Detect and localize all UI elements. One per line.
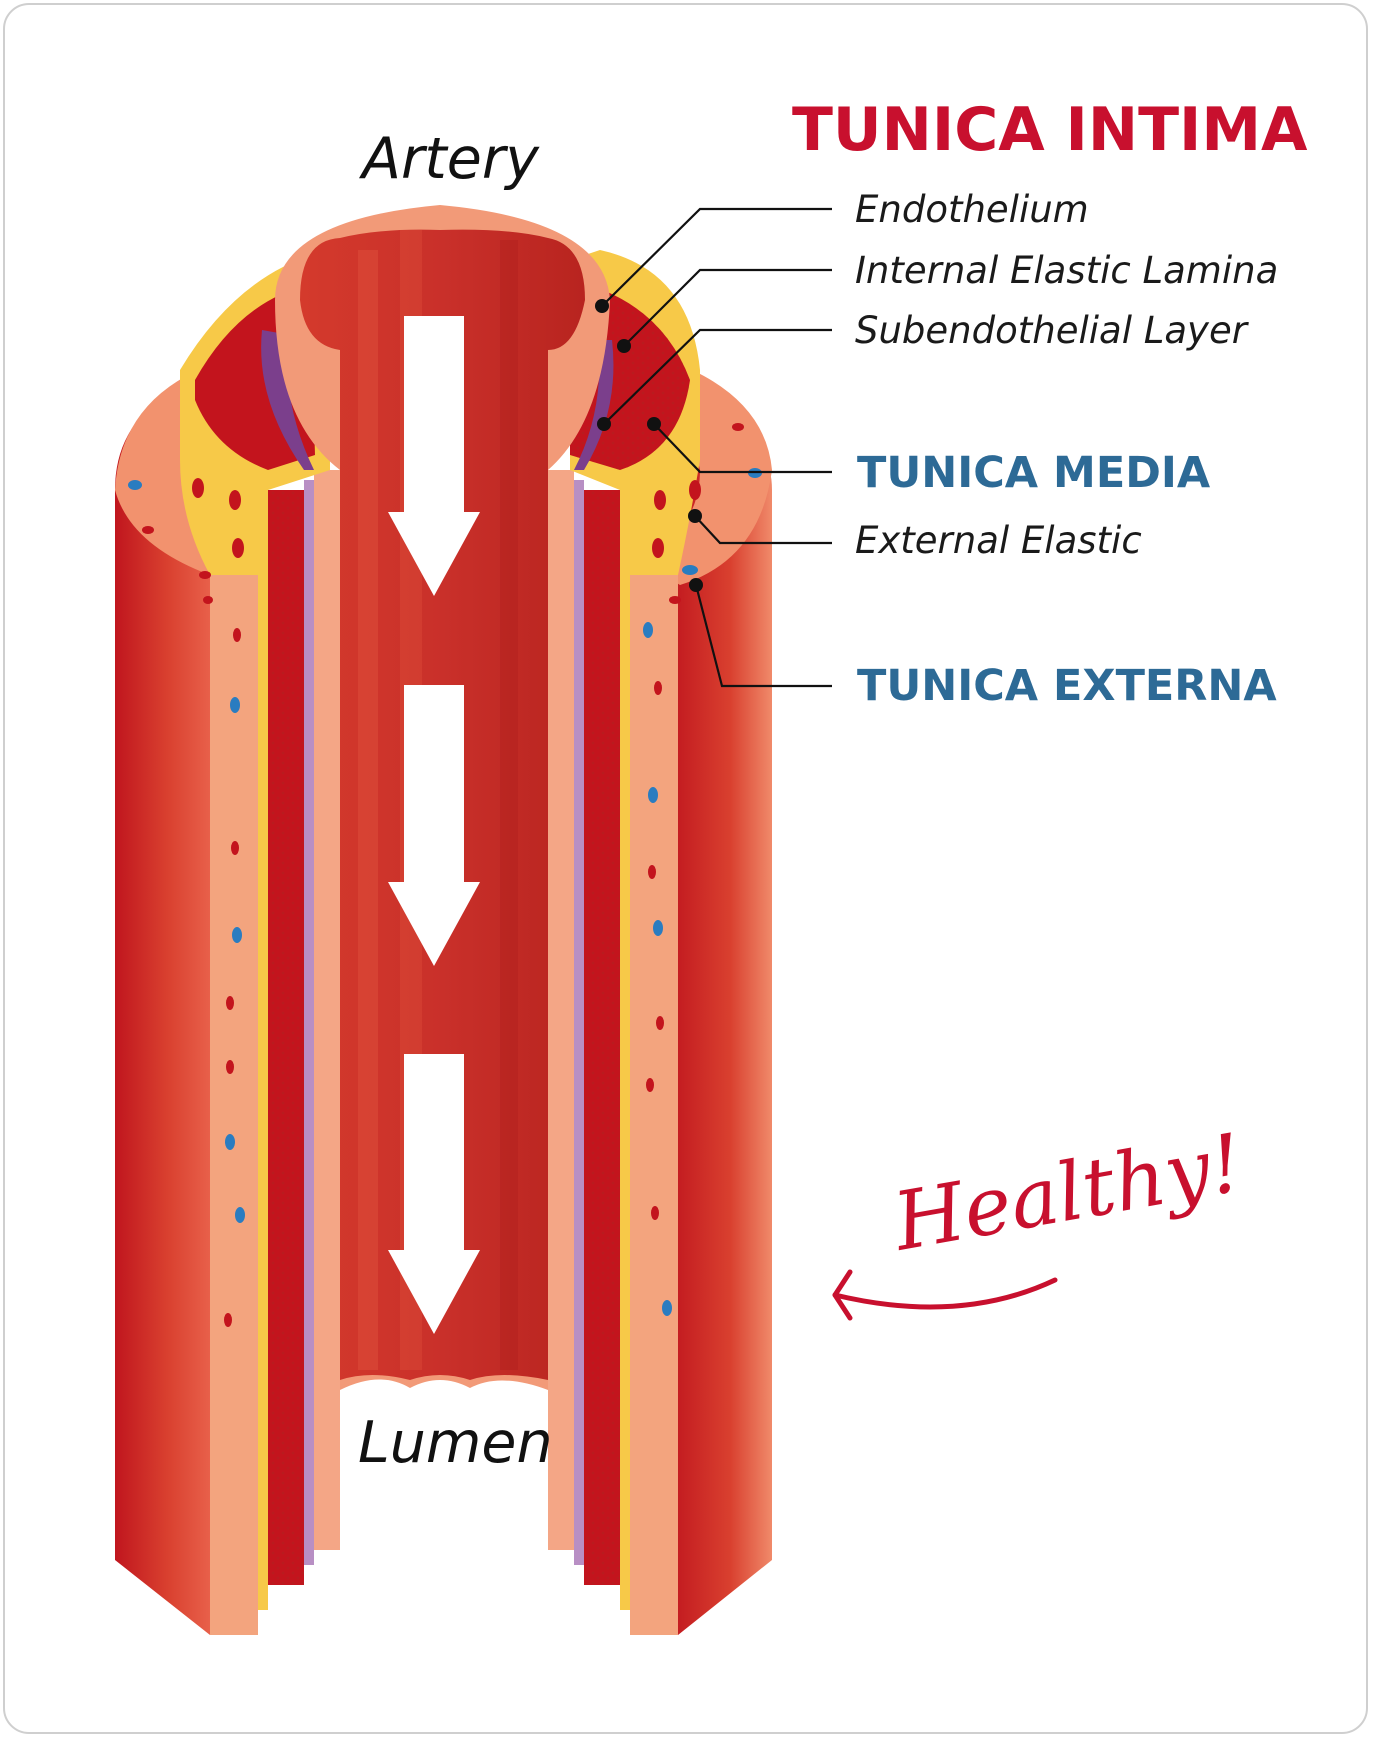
tunica-media-heading: TUNICA MEDIA <box>857 448 1211 498</box>
curved-arrow-icon <box>832 1269 1058 1321</box>
artery-title: Artery <box>358 126 540 192</box>
leader-dots <box>595 299 703 592</box>
artery-cut-face-right <box>548 470 678 1635</box>
healthy-label: Healthy! <box>885 1116 1249 1269</box>
flow-arrows <box>388 316 480 1334</box>
flow-arrow-icon <box>388 685 480 966</box>
artery-cut-face-left <box>210 470 340 1635</box>
artery-blood-cells <box>128 423 762 1327</box>
internal-elastic-lamina-label: Internal Elastic Lamina <box>855 249 1278 292</box>
tunica-externa-heading: TUNICA EXTERNA <box>857 661 1277 711</box>
endothelium-label: Endothelium <box>855 188 1089 231</box>
tunica-intima-heading: TUNICA INTIMA <box>792 95 1308 165</box>
flow-arrow-icon <box>388 1054 480 1334</box>
subendothelial-layer-label: Subendothelial Layer <box>855 309 1250 352</box>
leader-lines <box>601 207 832 688</box>
external-elastic-label: External Elastic <box>855 519 1142 562</box>
flow-arrow-icon <box>388 316 480 596</box>
lumen-label: Lumen <box>358 1410 553 1476</box>
